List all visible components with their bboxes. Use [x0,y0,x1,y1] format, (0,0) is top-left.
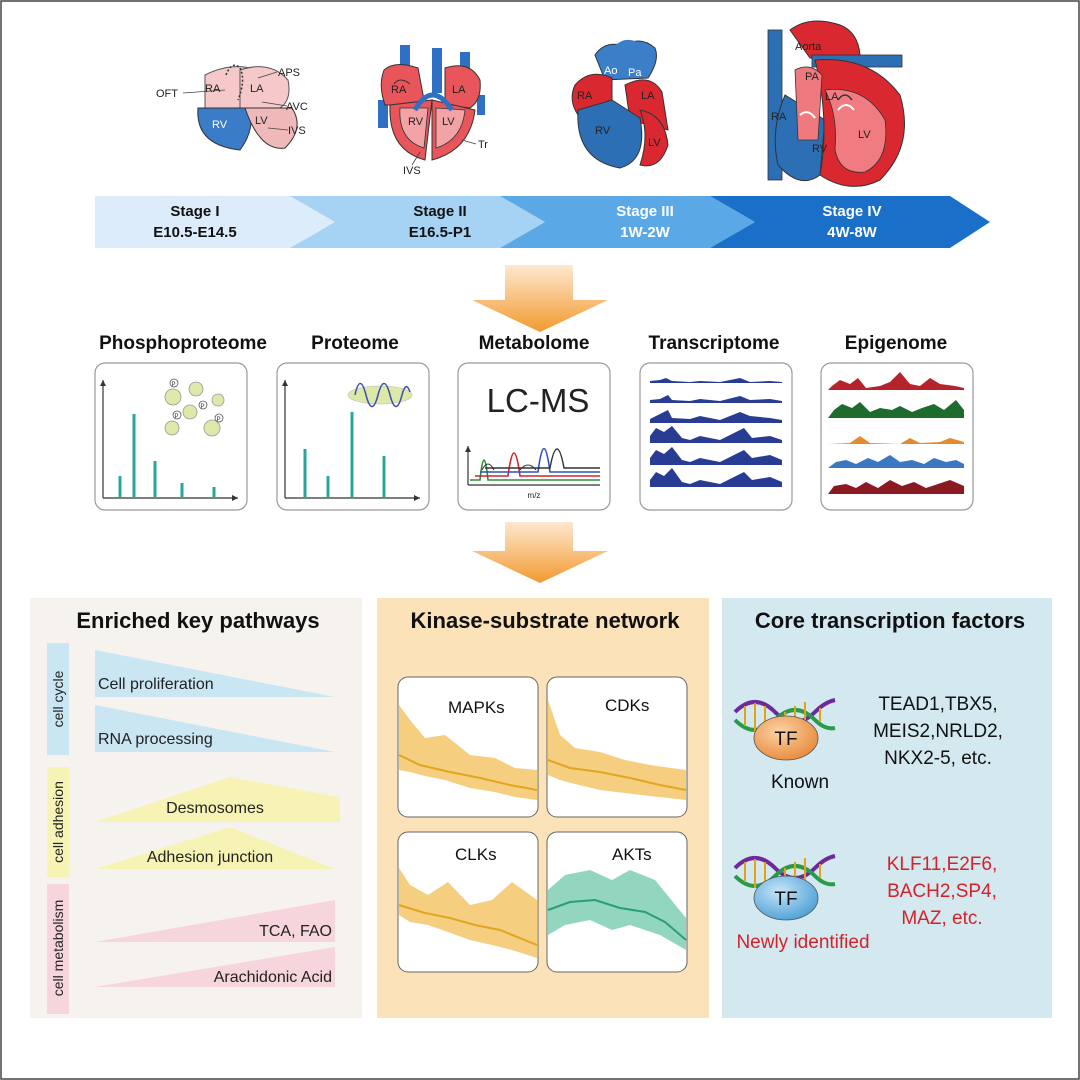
mz-label: m/z [528,491,541,500]
heart3-label-ao: Ao [604,65,617,77]
stage-1-range: E10.5-E14.5 [153,224,236,241]
tf-known-icon: TF [733,698,836,761]
heart3-label-rv: RV [595,125,611,137]
kinase-plot-cdks: CDKs [546,676,688,818]
heart4-label-aorta: Aorta [795,41,822,53]
omics-box-phosphoproteome: P P P P [94,362,248,511]
heart4-label-rv: RV [812,143,828,155]
lcms-label: LC-MS [487,382,590,419]
kinase-label-clks: CLKs [455,845,497,864]
stage-2-range: E16.5-P1 [409,224,472,241]
stage-4-range: 4W-8W [827,224,878,241]
phospho-p-4: P [217,417,221,423]
kinase-panel: Kinase-substrate network MAPKs CDKs CLKs… [377,598,709,1018]
heart3-label-la: LA [641,90,655,102]
heart1-label-avc: AVC [286,101,308,113]
heart2-label-ra: RA [391,84,407,96]
kinase-plot-akts: AKTs [546,831,688,973]
heart1-label-aps: APS [278,67,300,79]
tf-known-label: Known [771,772,829,793]
heart-stage1: OFT RA LA APS RV LV AVC IVS [156,64,308,151]
heart1-label-ra: RA [205,83,221,95]
kinase-label-akts: AKTs [612,845,652,864]
heart2-label-tr: Tr [478,139,488,151]
heart2-label-lv: LV [442,116,455,128]
kinase-label-mapks: MAPKs [448,698,505,717]
stage-2-name: Stage II [413,203,466,220]
heart-stage4: Aorta PA RA LA RV LV [767,20,905,187]
phospho-p-3: P [175,414,179,420]
heart4-label-la: LA [825,91,839,103]
pathway-arachidonic-acid: Arachidonic Acid [214,969,332,986]
omics-box-transcriptome [639,362,793,511]
down-arrow-2 [472,522,608,583]
tf-known-line-1: TEAD1,TBX5, [878,694,997,715]
pathway-adhesion-junction: Adhesion junction [147,849,273,866]
stage-arrow-1 [95,196,335,248]
tf-known-line-3: NKX2-5, etc. [884,748,992,769]
tf-known-badge: TF [774,729,797,750]
heart2-label-rv: RV [408,116,424,128]
pathways-title: Enriched key pathways [76,608,319,633]
heart2-label-la: LA [452,84,466,96]
omics-box-metabolome: LC-MS m/z [457,362,611,511]
tf-title: Core transcription factors [755,608,1025,633]
heart1-label-la: LA [250,83,264,95]
pathway-tca-fao: TCA, FAO [259,923,332,940]
heart4-label-pa: PA [805,71,820,83]
phospho-p-2: P [201,404,205,410]
tf-new-line-2: BACH2,SP4, [887,881,997,902]
stage-arrow-2 [290,196,545,248]
heart3-label-pa: Pa [628,67,642,79]
heart4-label-ra: RA [771,111,787,123]
heart1-label-oft: OFT [156,88,178,100]
omics-titles: Phosphoproteome Proteome Metabolome Tran… [99,333,947,354]
kinase-plot-clks: CLKs [397,831,539,973]
kinase-plot-mapks: MAPKs [397,676,539,818]
tf-new-label: Newly identified [736,932,869,953]
omics-box-proteome [276,362,430,511]
heart-stage3: Ao Pa RA LA RV LV [571,39,669,169]
stage-timeline: Stage I E10.5-E14.5 Stage II E16.5-P1 St… [95,196,990,248]
pathways-panel: Enriched key pathways cell cycle cell ad… [30,598,362,1018]
stage-4-name: Stage IV [822,203,881,220]
pathway-group-cell-adhesion: cell adhesion [50,781,66,863]
stage-3-name: Stage III [616,203,674,220]
down-arrow-1 [472,265,608,332]
tf-known-line-2: MEIS2,NRLD2, [873,721,1003,742]
omics-title-proteome: Proteome [311,333,399,354]
pathway-desmosomes: Desmosomes [166,800,264,817]
heart1-label-ivs: IVS [288,125,306,137]
phospho-p-1: P [172,382,176,388]
heart2-label-ivs: IVS [403,165,421,177]
omics-title-phosphoproteome: Phosphoproteome [99,333,267,354]
pathway-rna-processing: RNA processing [98,731,213,748]
tf-new-line-1: KLF11,E2F6, [887,854,998,875]
omics-title-metabolome: Metabolome [479,333,590,354]
tf-new-badge: TF [774,889,797,910]
tf-panel: Core transcription factors TF Known TEAD… [722,598,1052,1018]
heart4-label-lv: LV [858,129,871,141]
pathway-group-cell-metabolism: cell metabolism [50,900,66,996]
omics-title-transcriptome: Transcriptome [649,333,780,354]
stage-arrow-3 [500,196,755,248]
kinase-title: Kinase-substrate network [411,608,681,633]
pathway-cell-proliferation: Cell proliferation [98,676,214,693]
heart1-label-rv: RV [212,119,228,131]
omics-title-epigenome: Epigenome [845,333,947,354]
heart-stage2: RA LA RV LV Tr IVS [378,45,488,177]
heart1-label-lv: LV [255,115,268,127]
tf-new-line-3: MAZ, etc. [901,908,982,929]
heart3-label-ra: RA [577,90,593,102]
stage-1-name: Stage I [170,203,219,220]
stage-3-range: 1W-2W [620,224,671,241]
kinase-label-cdks: CDKs [605,696,649,715]
tf-new-icon: TF [733,854,836,921]
heart3-label-lv: LV [648,137,661,149]
stage-arrow-4 [710,196,990,248]
omics-box-epigenome [820,362,974,511]
pathway-group-cell-cycle: cell cycle [50,670,66,727]
